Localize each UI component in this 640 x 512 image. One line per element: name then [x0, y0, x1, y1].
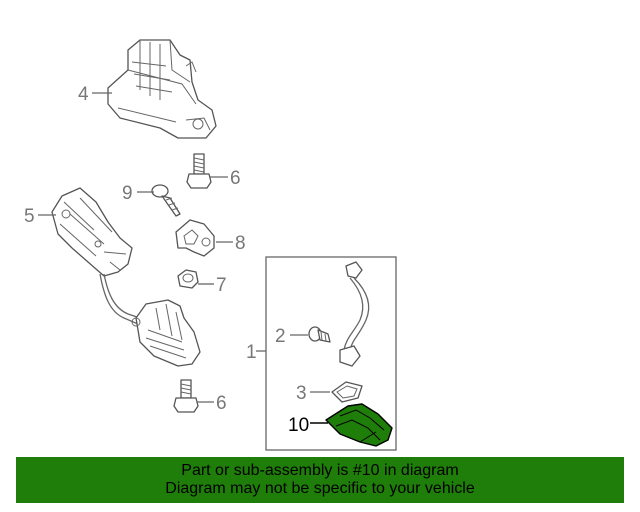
part-4-actuator	[107, 39, 217, 139]
callout-5: 5	[24, 206, 35, 227]
group-box-1	[265, 256, 397, 451]
callout-10: 10	[288, 415, 309, 436]
parts-diagram: 4 6 9 5 8 7	[24, 39, 397, 451]
callout-4: 4	[78, 84, 89, 105]
part-2-screw	[308, 326, 331, 343]
part-3-gasket	[331, 381, 363, 403]
part-8-bracket	[175, 219, 215, 257]
part-9-screw	[151, 184, 181, 217]
callout-6-upper: 6	[230, 168, 241, 189]
info-banner: Part or sub-assembly is #10 in diagram D…	[16, 457, 624, 503]
callout-1: 1	[246, 342, 257, 363]
callout-2: 2	[275, 326, 286, 347]
part-5-latch	[51, 187, 141, 325]
wire-harness	[339, 261, 370, 367]
callout-6-lower: 6	[216, 393, 227, 414]
part-5-lower-actuator	[131, 299, 201, 367]
part-6-bolt-upper	[186, 153, 212, 189]
callout-3: 3	[296, 383, 307, 404]
part-7-nut	[177, 269, 199, 289]
part-6-bolt-lower	[173, 379, 199, 413]
part-10-lamp-highlighted	[325, 403, 393, 447]
callout-9: 9	[122, 183, 133, 204]
callout-7: 7	[216, 275, 227, 296]
banner-line-2: Diagram may not be specific to your vehi…	[165, 480, 475, 497]
callout-8: 8	[235, 233, 246, 254]
banner-line-1: Part or sub-assembly is #10 in diagram	[181, 462, 459, 479]
